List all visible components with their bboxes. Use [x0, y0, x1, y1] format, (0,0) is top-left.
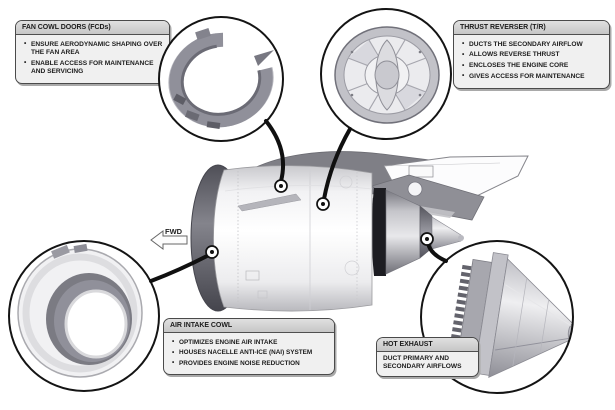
callout-title: HOT EXHAUST	[377, 338, 478, 353]
callout-bullet: ENSURE AERODYNAMIC SHAPING OVER THE FAN …	[22, 40, 164, 57]
callout-bullet: DUCTS THE SECONDARY AIRFLOW	[460, 40, 604, 49]
target-marker-icon	[205, 245, 219, 259]
callout-fan-cowl-doors: FAN COWL DOORS (FCDs) ENSURE AERODYNAMIC…	[15, 20, 170, 84]
leader-lines	[149, 119, 448, 283]
callout-hot-exhaust: HOT EXHAUST DUCT PRIMARY AND SECONDARY A…	[376, 337, 479, 377]
callout-bullet: ALLOWS REVERSE THRUST	[460, 51, 604, 59]
callout-bullet: ENABLE ACCESS FOR MAINTENANCE AND SERVIC…	[22, 59, 164, 76]
callout-air-intake-cowl: AIR INTAKE COWL OPTIMIZES ENGINE AIR INT…	[163, 318, 335, 376]
leader-line-fan-cowl	[264, 119, 286, 183]
engine-pylon	[371, 174, 485, 221]
target-markers	[205, 179, 434, 259]
intake-lip	[190, 164, 246, 312]
target-marker-icon	[316, 197, 330, 211]
callout-bullet: HOUSES NACELLE ANTI-ICE (NAI) SYSTEM	[170, 349, 329, 357]
callout-bullet: GIVES ACCESS FOR MAINTENANCE	[460, 72, 604, 81]
leader-line-air-intake	[149, 253, 211, 283]
leader-line-thrust-reverser	[322, 127, 352, 201]
callout-bullet: ENCLOSES THE ENGINE CORE	[460, 62, 604, 70]
panel-lines	[224, 167, 373, 310]
engine-nacelle-illustration: FWD	[150, 151, 529, 312]
fwd-label: FWD	[165, 227, 183, 236]
target-marker-icon	[420, 232, 434, 246]
fan-cowl-barrel	[213, 165, 373, 312]
callout-bullet: PROVIDES ENGINE NOISE REDUCTION	[170, 359, 329, 368]
callout-thrust-reverser: THRUST REVERSER (T/R) DUCTS THE SECONDAR…	[453, 20, 610, 89]
callout-title: FAN COWL DOORS (FCDs)	[16, 21, 169, 36]
air-intake-cowl-photo	[8, 240, 160, 392]
target-marker-icon	[274, 179, 288, 193]
callout-bullet: OPTIMIZES ENGINE AIR INTAKE	[170, 338, 329, 347]
exhaust-nozzle	[371, 188, 464, 276]
fan-cowl-doors-photo	[158, 16, 284, 142]
thrust-reverser-photo	[320, 8, 452, 140]
wing-fragment	[383, 155, 529, 209]
nacelle-top-band	[229, 151, 488, 196]
fwd-arrow-icon	[150, 230, 188, 250]
leader-line-hot-exhaust	[426, 241, 448, 263]
callout-title: THRUST REVERSER (T/R)	[454, 21, 609, 36]
callout-body-text: DUCT PRIMARY AND SECONDARY AIRFLOWS	[383, 355, 462, 371]
callout-title: AIR INTAKE COWL	[164, 319, 334, 334]
